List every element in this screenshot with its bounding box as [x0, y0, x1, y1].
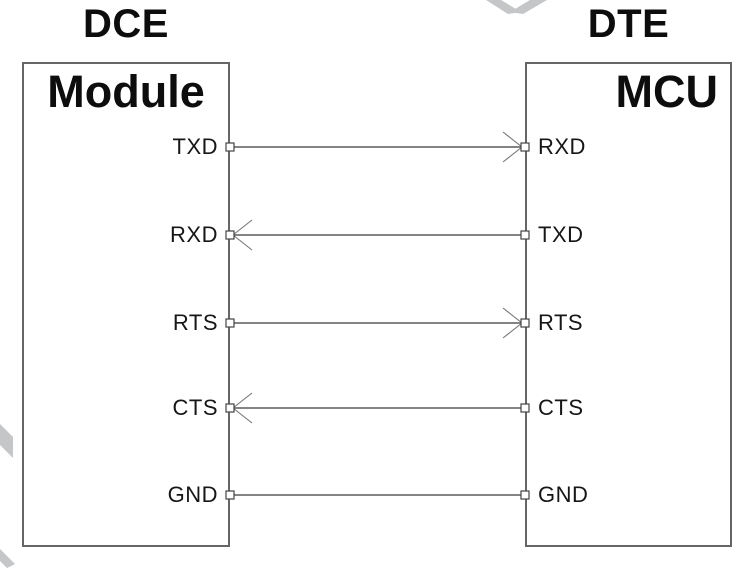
right-device-box [525, 62, 732, 547]
pin-squares [225, 142, 530, 500]
arrowheads [232, 131, 523, 424]
right-pin-label-cts: CTS [538, 395, 584, 420]
arrowhead-right-rxd [502, 131, 523, 163]
right-pin-label-txd: TXD [538, 222, 584, 247]
right-device-name: MCU [615, 66, 718, 117]
arrowhead-left-rxd [232, 219, 253, 251]
arrowhead-right-rts [502, 307, 523, 339]
left-pin-label-rts: RTS [172, 310, 218, 335]
left-pin-label-txd: TXD [172, 134, 218, 159]
left-device-name: Module [47, 66, 205, 117]
right-pin-label-gnd: GND [538, 482, 589, 507]
right-device-role-label: DTE [587, 2, 670, 46]
watermark-fragment-left [0, 424, 15, 568]
left-device-role-label: DCE [83, 2, 169, 46]
left-pin-label-gnd: GND [167, 482, 218, 507]
right-pin-label-rxd: RXD [538, 134, 586, 159]
left-pin-label-rxd: RXD [170, 222, 218, 247]
left-pin-label-cts: CTS [172, 395, 218, 420]
arrowhead-left-cts [232, 392, 253, 424]
left-device-box [22, 62, 230, 547]
right-pin-label-rts: RTS [538, 310, 584, 335]
connection-wires [230, 146, 525, 496]
